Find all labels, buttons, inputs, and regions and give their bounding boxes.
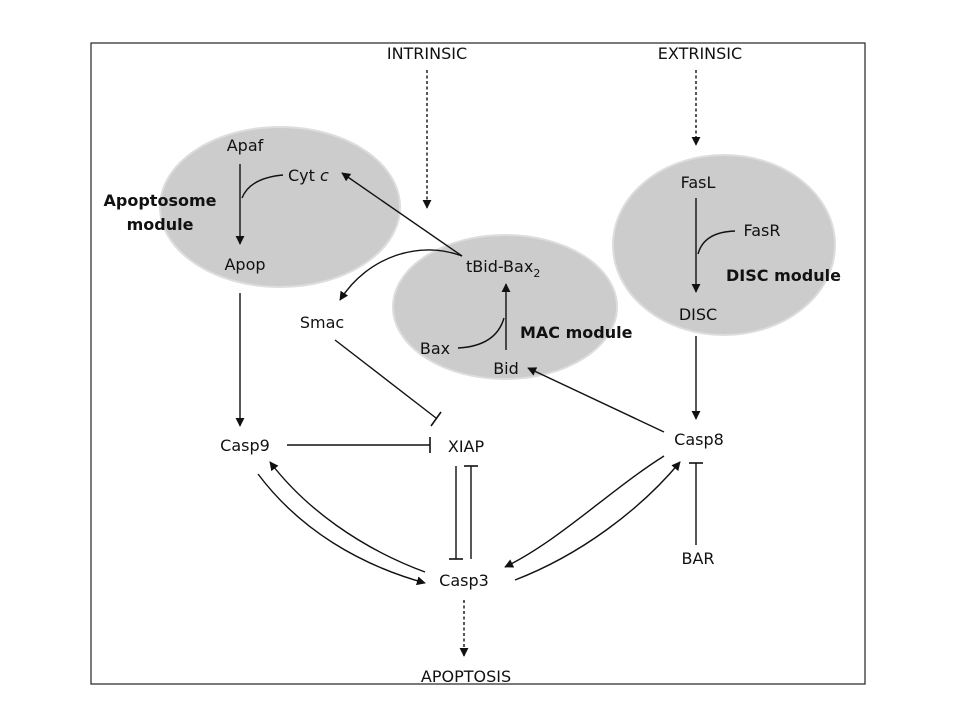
bax-binding-curve: [457, 317, 505, 349]
node-tbid-bax2: tBid-Bax2: [466, 257, 540, 280]
casp8-to-casp3-arrow: [504, 455, 665, 568]
node-bax: Bax: [420, 339, 450, 358]
node-bar: BAR: [681, 549, 714, 568]
node-smac: Smac: [300, 313, 344, 332]
mac-module-ellipse: [392, 234, 618, 380]
cytc-prefix: Cyt: [288, 166, 320, 185]
node-fasl: FasL: [681, 173, 716, 192]
disc-module-ellipse: [612, 154, 836, 336]
node-casp8: Casp8: [674, 430, 724, 449]
casp8-to-bid-arrow: [527, 367, 665, 433]
apoptosome-module-label-line2: module: [127, 215, 194, 234]
node-fasr: FasR: [744, 221, 781, 240]
node-bid: Bid: [493, 359, 519, 378]
tbid-bax-main: tBid-Bax: [466, 257, 533, 276]
cytc-binding-curve: [241, 174, 284, 199]
extrinsic-label: EXTRINSIC: [658, 44, 742, 63]
casp3-to-casp8-arrow: [514, 461, 681, 581]
apoptosome-module-ellipse: [159, 126, 401, 288]
node-apaf: Apaf: [227, 136, 264, 155]
casp9-to-casp3-arrow: [257, 473, 426, 586]
apoptosome-module-label-line1: Apoptosome: [104, 191, 217, 210]
tbidbax-to-cytc-arrow: [341, 172, 463, 257]
node-casp3: Casp3: [439, 571, 489, 590]
node-casp9: Casp9: [220, 436, 270, 455]
fasr-binding-curve: [697, 230, 736, 255]
node-apop: Apop: [224, 255, 265, 274]
casp3-to-casp9-arrow: [269, 461, 426, 573]
tbid-bax-subscript: 2: [533, 267, 540, 280]
apoptosis-label: APOPTOSIS: [421, 667, 511, 686]
disc-module-label: DISC module: [726, 266, 841, 285]
node-cytc: Cyt c: [288, 166, 329, 185]
tbidbax-to-smac-arrow: [339, 249, 463, 301]
mac-module-label: MAC module: [520, 323, 633, 342]
diagram-frame: [90, 42, 866, 685]
intrinsic-label: INTRINSIC: [387, 44, 467, 63]
node-xiap: XIAP: [448, 437, 485, 456]
node-disc: DISC: [679, 305, 717, 324]
smac-xiap-inhibition-bar: [430, 411, 442, 427]
cytc-italic: c: [320, 166, 329, 185]
smac-inhibits-xiap: [334, 339, 437, 419]
